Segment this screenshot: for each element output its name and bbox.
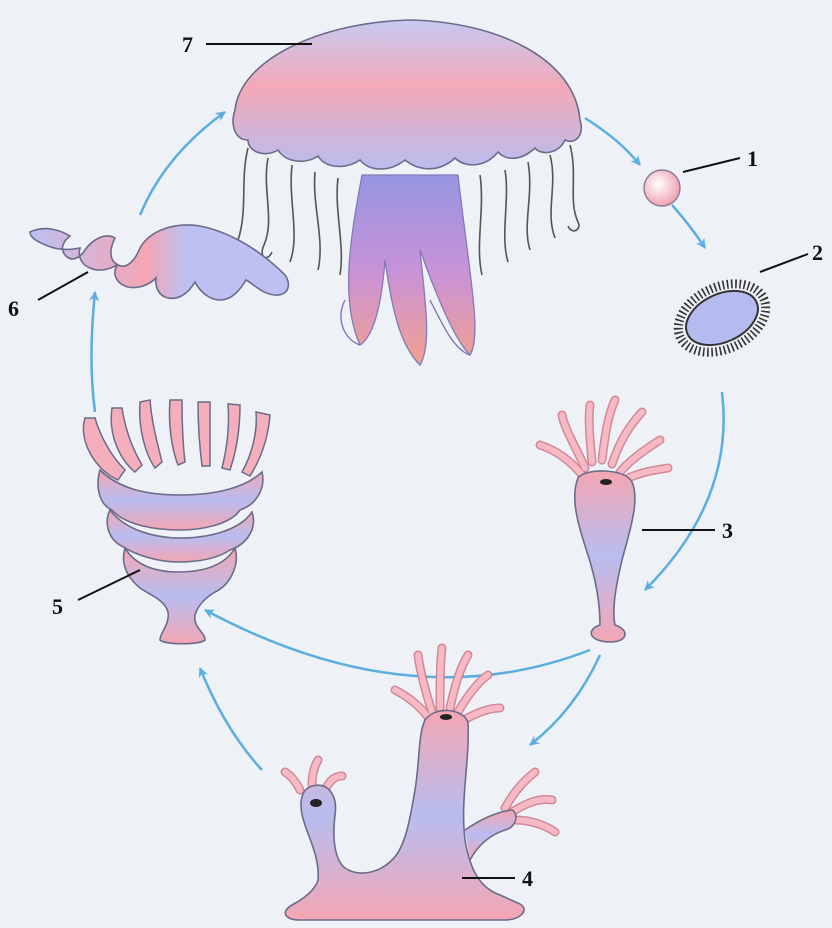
label-2: 2 — [812, 240, 823, 265]
arrow-5-to-6 — [92, 292, 96, 412]
arrow-4-to-5 — [200, 668, 262, 770]
label-6: 6 — [8, 296, 19, 321]
planula-larva — [667, 270, 777, 365]
arrow-2-to-3 — [645, 392, 724, 590]
label-4: 4 — [522, 866, 533, 891]
strobila — [83, 400, 270, 644]
arrow-3-to-5 — [205, 610, 590, 677]
label-5: 5 — [52, 594, 63, 619]
oral-arms — [341, 175, 475, 365]
polyp — [540, 400, 668, 642]
ephyra — [30, 225, 288, 300]
polyp-colony — [285, 648, 555, 920]
arrow-6-to-7 — [140, 112, 225, 215]
arrow-1-to-2 — [672, 205, 705, 248]
label-3: 3 — [722, 518, 733, 543]
arrow-7-to-1 — [585, 118, 640, 165]
medusa-bell — [233, 20, 581, 169]
label-1: 1 — [747, 146, 758, 171]
adult-medusa — [233, 20, 581, 365]
label-7: 7 — [182, 32, 193, 57]
arrow-3-to-4 — [530, 655, 600, 745]
egg — [644, 170, 680, 206]
